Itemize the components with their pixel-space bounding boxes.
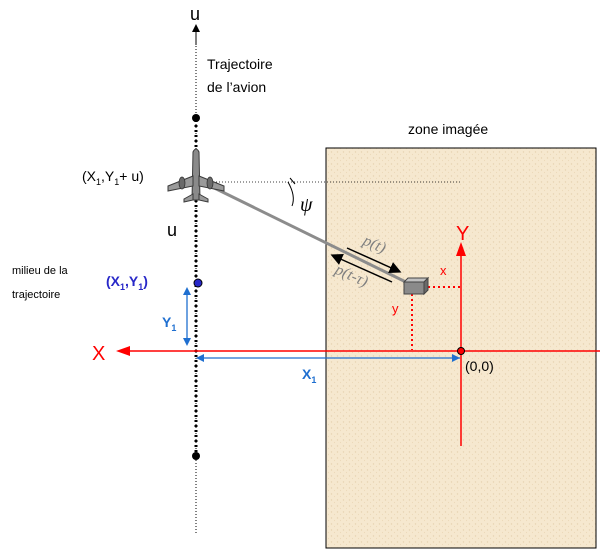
midpoint-coordinates: (X1,Y1)	[106, 273, 148, 292]
u-axis-label: u	[190, 4, 200, 24]
psi-label: ψ	[300, 194, 313, 216]
zone-label: zone imagée	[408, 121, 488, 137]
p-t-tau-arrow	[330, 253, 393, 283]
y-axis-label: Y	[456, 223, 469, 245]
p-t-arrow	[346, 247, 402, 274]
airplane-icon	[167, 148, 225, 203]
trajectory-bottom-point	[192, 452, 200, 460]
psi-arc-tip	[289, 177, 296, 185]
sensor-y-label: y	[392, 301, 399, 316]
trajectory-top-point	[192, 114, 200, 122]
sight-line	[199, 179, 413, 287]
sensor-icon	[402, 276, 430, 296]
midpoint-caption-2: trajectoire	[12, 289, 60, 301]
u-offset-label: u	[167, 220, 177, 240]
psi-angle-arc	[287, 181, 294, 207]
trajectory-label-1: Trajectoire	[207, 56, 273, 72]
y1-label: Y1	[162, 314, 176, 333]
origin-label: (0,0)	[465, 358, 494, 374]
trajectory-label-2: de l’avion	[207, 79, 266, 95]
origin-marker	[457, 347, 465, 355]
midpoint-marker	[193, 278, 203, 288]
sensor-x-label: x	[440, 263, 447, 278]
plane-position-label: (X1,Y1+ u)	[82, 168, 144, 187]
x-axis-arrowhead	[116, 346, 130, 356]
y-axis-arrowhead	[456, 242, 466, 256]
midpoint-caption-1: milieu de la	[12, 265, 69, 277]
x-axis-label: X	[92, 343, 105, 365]
x1-label: X1	[302, 366, 316, 385]
